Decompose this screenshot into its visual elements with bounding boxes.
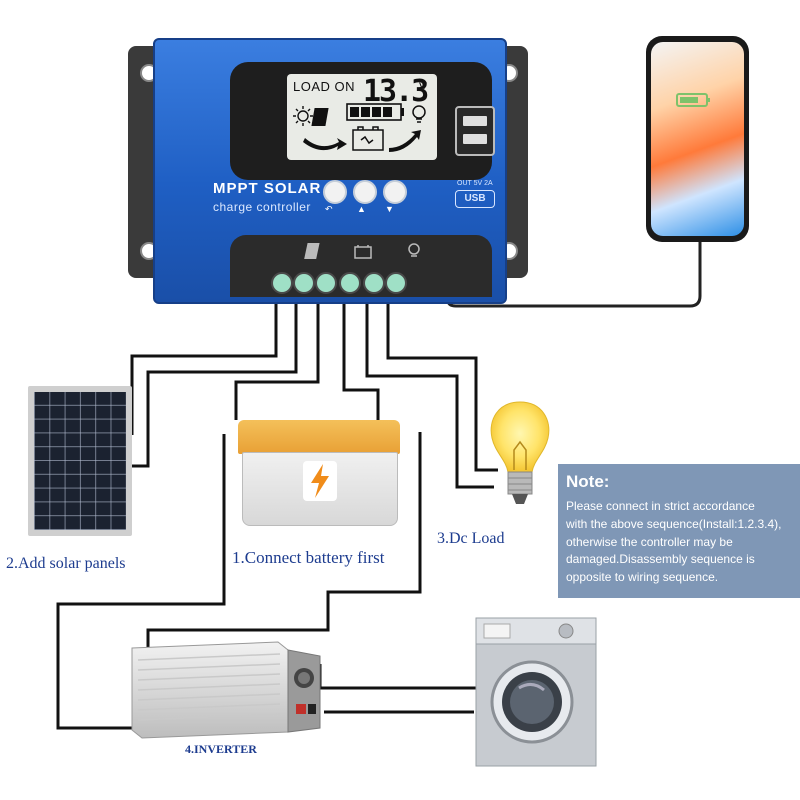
down-icon: ▼: [385, 204, 394, 214]
brand-subtitle: charge controller: [213, 200, 311, 214]
washing-machine: [474, 616, 598, 768]
controller-body: LOAD ON 13.3 V: [153, 38, 507, 304]
wire-solar-negative: [132, 296, 298, 468]
battery-body: [242, 452, 398, 526]
lcd-icons: [293, 103, 426, 152]
note-title: Note:: [566, 472, 610, 491]
battery-bar-icon: [346, 103, 404, 121]
arrow-icon: [389, 130, 421, 152]
battery: [234, 420, 404, 526]
solar-panel: [28, 386, 132, 536]
solar-cells: [34, 392, 126, 530]
down-button[interactable]: [383, 180, 407, 204]
terminal-battery-negative[interactable]: [339, 272, 361, 294]
usb-output-label: OUT 5V 2A: [457, 180, 493, 187]
lcd-status-text: LOAD ON: [293, 79, 356, 94]
brand-title: MPPT SOLAR: [213, 180, 322, 197]
terminal-load-positive[interactable]: [363, 272, 385, 294]
label-inverter: 4.INVERTER: [185, 742, 257, 756]
inverter: [128, 640, 324, 740]
note-line: otherwise the controller may be: [566, 534, 733, 549]
note-box: Note: Please connect in strict accordanc…: [558, 464, 800, 598]
lightning-icon: [303, 461, 337, 501]
terminal-icons: [304, 243, 420, 259]
wire-washer-1: [318, 664, 478, 690]
lcd-screen: LOAD ON 13.3 V: [287, 74, 437, 160]
bulb-icon: [408, 243, 420, 257]
phone-screen: [651, 42, 744, 236]
usb-icon: USB: [455, 190, 495, 208]
up-button[interactable]: [353, 180, 377, 204]
wire-battery-negative: [342, 296, 380, 420]
terminal-solar-negative[interactable]: [293, 272, 315, 294]
smartphone: [646, 36, 749, 242]
panel-icon: [311, 108, 329, 126]
light-bulb: [484, 398, 556, 518]
wire-solar-positive: [130, 296, 278, 435]
label-solar-panels: 2.Add solar panels: [6, 555, 126, 572]
menu-icon: ↶: [325, 204, 333, 214]
lcd-voltage: 13.3: [363, 74, 429, 109]
battery-top: [238, 420, 400, 454]
wire-load-positive: [365, 296, 494, 489]
usb-slot: [463, 134, 487, 144]
terminal-panel: [230, 235, 492, 297]
charge-controller: LOAD ON 13.3 V: [128, 38, 528, 304]
note-line: damaged.Disassembly sequence is: [566, 552, 755, 567]
terminal-battery-positive[interactable]: [315, 272, 337, 294]
wire-inverter-2: [146, 432, 422, 650]
note-line: with the above sequence(Install:1.2.3.4)…: [566, 516, 782, 531]
wire-load-negative: [386, 296, 498, 472]
terminal-load-negative[interactable]: [385, 272, 407, 294]
lcd-unit: V: [419, 80, 428, 94]
up-icon: ▲: [357, 204, 366, 214]
note-line: opposite to wiring sequence.: [566, 570, 719, 585]
sun-icon: [293, 106, 313, 126]
battery-lcd-icon: [352, 126, 384, 151]
arrow-icon: [303, 138, 347, 151]
label-dc-load: 3.Dc Load: [437, 530, 505, 547]
solar-panel-icon: [304, 243, 320, 259]
usb-port: [455, 106, 495, 156]
battery-charging-icon: [676, 93, 710, 107]
label-battery: 1.Connect battery first: [232, 548, 385, 567]
note-line: Please connect in strict accordance: [566, 499, 755, 513]
wire-battery-positive: [234, 296, 320, 420]
terminal-solar-positive[interactable]: [271, 272, 293, 294]
menu-button[interactable]: [323, 180, 347, 204]
bulb-lcd-icon: [412, 105, 426, 123]
usb-slot: [463, 116, 487, 126]
note-body: Please connect in strict accordance with…: [566, 498, 796, 587]
battery-icon: [354, 245, 372, 259]
